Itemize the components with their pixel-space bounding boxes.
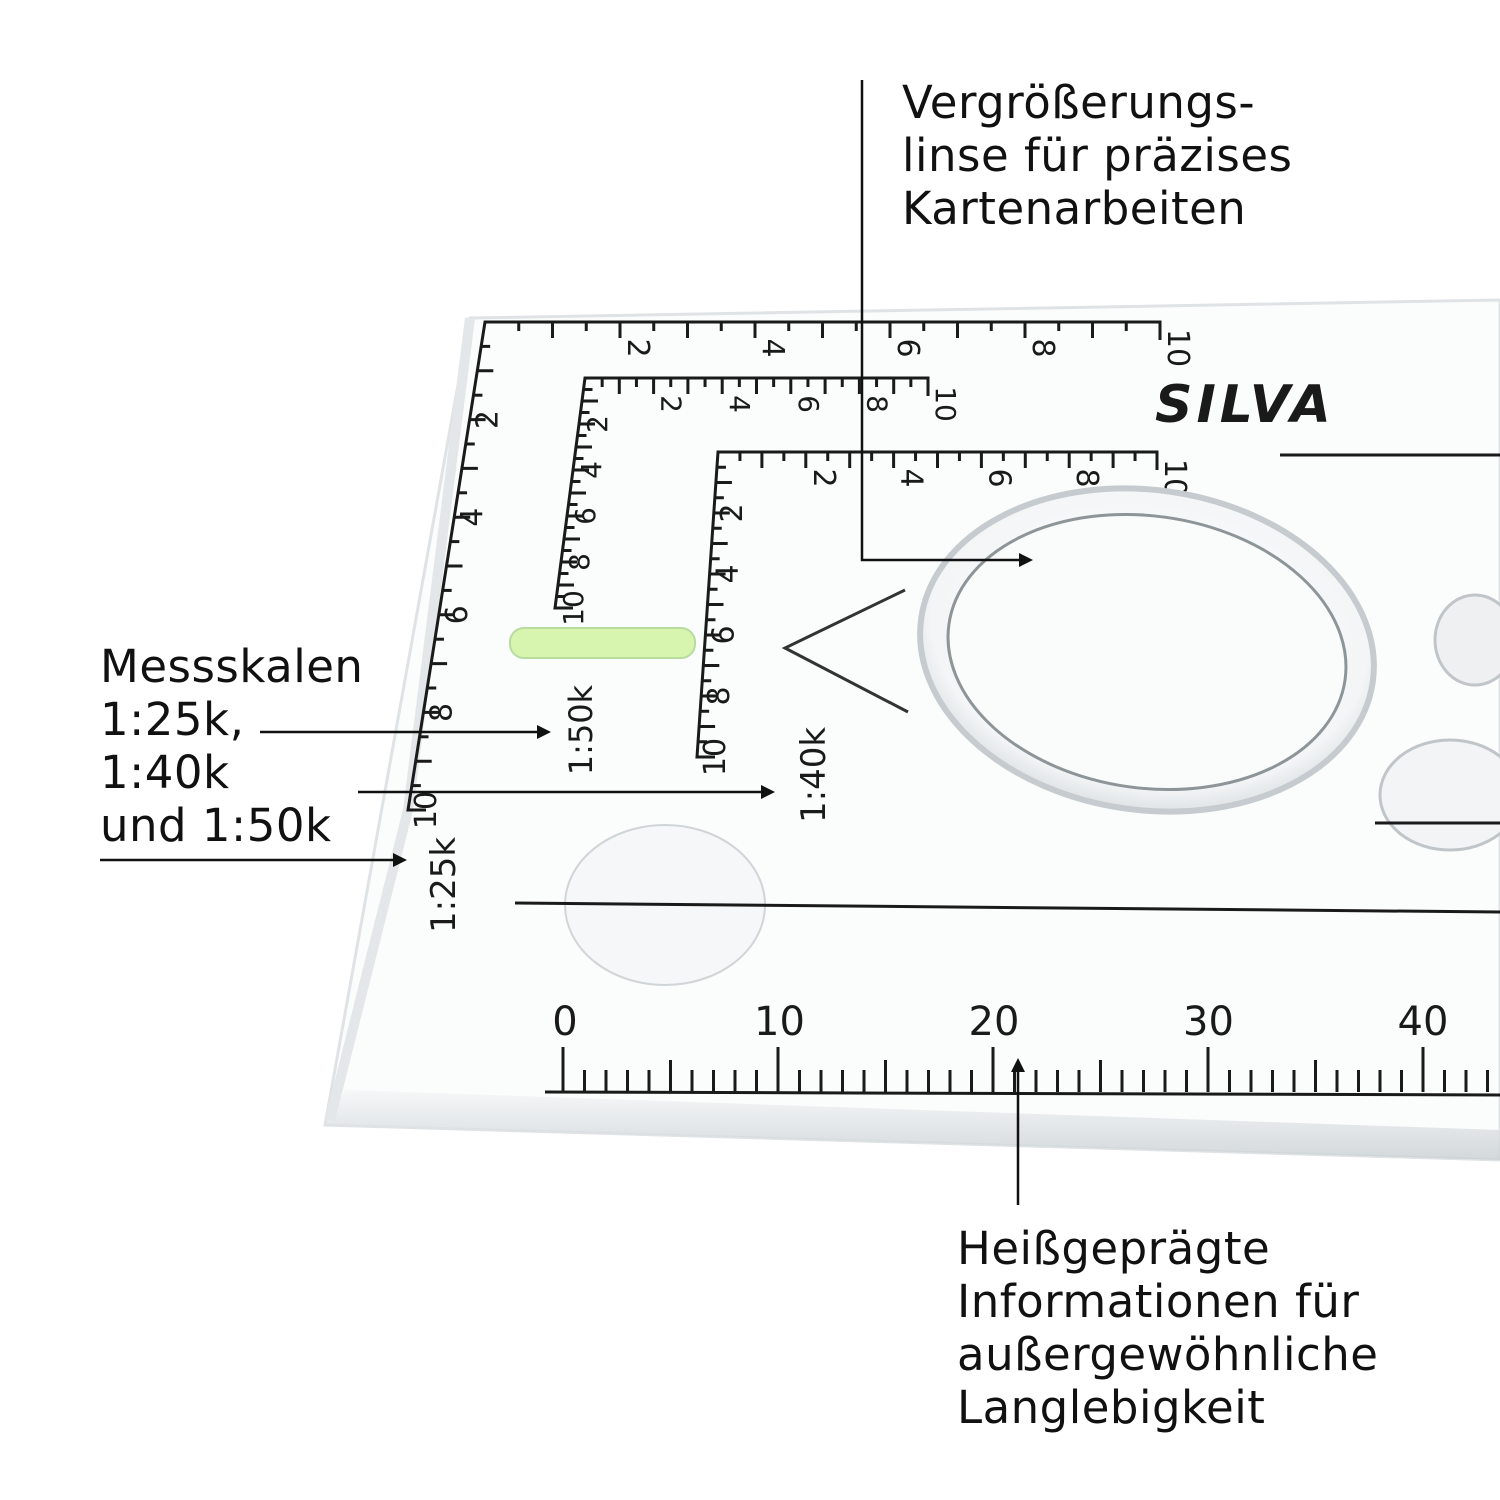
tick-label: 6 bbox=[981, 468, 1016, 487]
tick-label: 6 bbox=[440, 605, 475, 624]
tick-label: 8 bbox=[1025, 338, 1060, 357]
tick-label: 2 bbox=[471, 410, 506, 429]
tick-label: 8 bbox=[563, 553, 596, 571]
tick-label: 10 bbox=[698, 738, 733, 776]
scale-label: 1:40k bbox=[794, 727, 834, 823]
scale-label: 1:25k bbox=[424, 837, 464, 933]
bubble-level bbox=[509, 627, 696, 659]
tick-label: 4 bbox=[723, 395, 756, 413]
ruler-label: 30 bbox=[1183, 999, 1234, 1045]
ruler-label: 20 bbox=[969, 999, 1020, 1045]
scale-s50-axis bbox=[553, 376, 930, 610]
tick-label: 2 bbox=[715, 503, 750, 522]
callout-line: 1:40k bbox=[100, 746, 230, 799]
tick-label: 2 bbox=[655, 395, 688, 413]
leader-lines bbox=[100, 80, 1030, 1205]
arrow-icon bbox=[1019, 553, 1033, 567]
tick-label: 2 bbox=[581, 415, 614, 433]
callout-line: 1:25k, bbox=[100, 693, 245, 746]
tick-label: 10 bbox=[1160, 329, 1195, 367]
direction-chevron bbox=[781, 588, 909, 714]
ruler-baseline bbox=[544, 1090, 1500, 1097]
callout-line: linse für präzises bbox=[902, 129, 1293, 182]
tick-label: 4 bbox=[894, 468, 929, 487]
callout-line: Messskalen bbox=[100, 640, 364, 693]
scale-s40-axis bbox=[695, 450, 1159, 759]
arrow-icon bbox=[761, 785, 775, 799]
tick-label: 10 bbox=[557, 590, 590, 626]
tick-label: 4 bbox=[575, 461, 608, 479]
tick-label: 4 bbox=[455, 508, 490, 527]
small-lens bbox=[1433, 593, 1500, 687]
tick-label: 8 bbox=[1069, 468, 1104, 487]
tick-label: 4 bbox=[711, 564, 746, 583]
arrow-icon bbox=[393, 853, 407, 867]
tick-label: 6 bbox=[706, 625, 741, 644]
tick-label: 8 bbox=[424, 703, 459, 722]
lens-callout: Vergrößerungs- linse für präzises Karten… bbox=[902, 76, 1292, 235]
tick-label: 8 bbox=[860, 395, 893, 413]
tick-label: 2 bbox=[806, 468, 841, 487]
callout-line: außergewöhnliche bbox=[957, 1328, 1379, 1381]
callout-line: Vergrößerungs- bbox=[902, 76, 1256, 129]
scales-callout: Messskalen 1:25k, 1:40k und 1:50k bbox=[100, 640, 363, 852]
tick-label: 6 bbox=[569, 507, 602, 525]
callout-line: Informationen für bbox=[957, 1275, 1360, 1328]
scale-label: 1:50k bbox=[562, 684, 600, 775]
tick-label: 8 bbox=[702, 686, 737, 705]
callout-line: Heißgeprägte bbox=[957, 1222, 1271, 1275]
small-lens bbox=[1378, 738, 1500, 852]
callout-line: und 1:50k bbox=[100, 799, 332, 852]
scale-s25-axis bbox=[406, 320, 1162, 812]
bottom-ruler: 0 10 20 30 40 bbox=[544, 999, 1500, 1097]
ruler-label: 40 bbox=[1398, 999, 1449, 1045]
arrowheads bbox=[393, 553, 1033, 1072]
tick-label: 10 bbox=[929, 386, 962, 422]
arrow-icon bbox=[1011, 1058, 1025, 1072]
ruler-label: 10 bbox=[754, 999, 805, 1045]
ruler-label: 0 bbox=[552, 999, 577, 1045]
callout-line: Langlebigkeit bbox=[957, 1381, 1266, 1434]
callout-line: Kartenarbeiten bbox=[902, 182, 1247, 235]
tick-label: 6 bbox=[890, 338, 925, 357]
tick-label: 6 bbox=[792, 395, 825, 413]
tick-label: 4 bbox=[755, 338, 790, 357]
hotstamp-callout: Heißgeprägte Informationen für außergewö… bbox=[957, 1222, 1378, 1434]
magnifying-lens bbox=[917, 485, 1377, 815]
measuring-scales: 2 2 4 4 6 6 8 8 10 10 1:25k 2 2 4 4 6 6 8 8 10 10 1:50k 2 2 4 4 6 6… bbox=[406, 320, 1195, 933]
tick-label: 10 bbox=[409, 791, 444, 829]
tick-label: 2 bbox=[620, 338, 655, 357]
arrow-icon bbox=[537, 725, 551, 739]
silva-logo: SILVA bbox=[1155, 375, 1335, 435]
direction-line bbox=[514, 901, 1500, 914]
lens-leader bbox=[860, 80, 1030, 562]
